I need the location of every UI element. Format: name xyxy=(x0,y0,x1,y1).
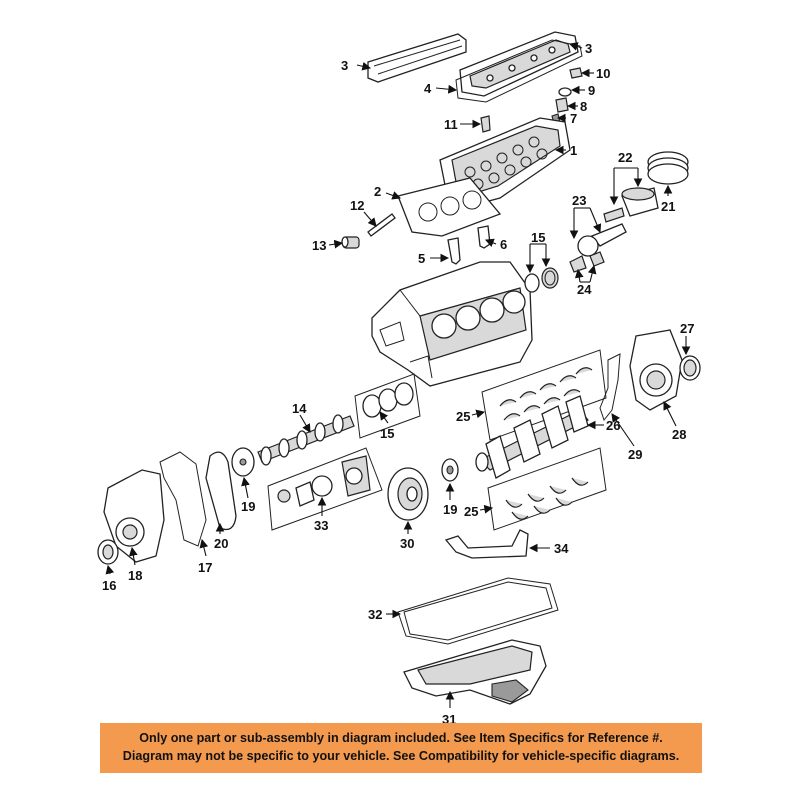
callout-3-right: 3 xyxy=(585,41,592,56)
callout-5: 5 xyxy=(418,251,425,266)
rear-gasket xyxy=(599,353,621,422)
harmonic-balancer xyxy=(387,467,429,521)
head-gasket xyxy=(397,177,502,237)
piston xyxy=(603,187,659,223)
callout-18: 18 xyxy=(128,568,142,583)
cam-bearings-box xyxy=(354,373,421,439)
callout-13: 13 xyxy=(312,238,326,253)
main-bearings-upper xyxy=(481,349,607,441)
disclaimer-banner: Only one part or sub-assembly in diagram… xyxy=(100,723,702,773)
callout-12: 12 xyxy=(350,198,364,213)
lifter xyxy=(341,236,360,249)
callout-26: 26 xyxy=(606,418,620,433)
callout-19-right: 19 xyxy=(443,502,457,517)
callout-25-lower: 25 xyxy=(464,504,478,519)
oil-pan-gasket-inner xyxy=(403,581,553,641)
leader-lines xyxy=(105,42,691,708)
callout-15-upper: 15 xyxy=(531,230,545,245)
callout-10: 10 xyxy=(596,66,610,81)
disclaimer-line-2: Diagram may not be specific to your vehi… xyxy=(122,749,680,763)
callout-11: 11 xyxy=(444,117,458,132)
front-seal xyxy=(97,539,119,565)
callout-32: 32 xyxy=(368,607,382,622)
callout-33: 33 xyxy=(314,518,328,533)
oil-pump-group xyxy=(267,447,383,531)
callout-1: 1 xyxy=(570,143,577,158)
engine-block xyxy=(371,261,533,387)
main-bearings-lower xyxy=(487,447,607,531)
callout-15-lower: 15 xyxy=(380,426,394,441)
camshaft xyxy=(257,414,355,466)
callout-22: 22 xyxy=(618,150,632,165)
oil-pan xyxy=(403,639,547,705)
valve-cover-right xyxy=(459,31,579,97)
piston-rings xyxy=(647,151,689,185)
callout-4: 4 xyxy=(424,81,432,96)
timing-cover-gasket xyxy=(159,451,207,547)
callout-20: 20 xyxy=(214,536,228,551)
valve-cover-gasket xyxy=(455,39,583,103)
valve-cover-left xyxy=(367,33,467,83)
callout-27: 27 xyxy=(680,321,694,336)
crank-sprocket xyxy=(441,458,459,482)
oil-pickup-tube xyxy=(444,529,529,559)
callout-17: 17 xyxy=(198,560,212,575)
crankshaft xyxy=(475,395,589,479)
callout-34: 34 xyxy=(554,541,569,556)
callout-24: 24 xyxy=(577,282,592,297)
callout-8: 8 xyxy=(580,99,587,114)
callout-labels: 3 3 4 10 9 8 7 11 1 2 12 13 5 6 15 22 21… xyxy=(102,41,694,727)
callout-19-left: 19 xyxy=(241,499,255,514)
callout-25-upper: 25 xyxy=(456,409,470,424)
callout-14: 14 xyxy=(292,401,307,416)
callout-16: 16 xyxy=(102,578,116,593)
callout-9: 9 xyxy=(588,83,595,98)
callout-30: 30 xyxy=(400,536,414,551)
callout-7: 7 xyxy=(570,111,577,126)
callout-29: 29 xyxy=(628,447,642,462)
rear-main-seal-housing xyxy=(629,329,683,411)
wrist-pin xyxy=(603,207,625,223)
callout-6: 6 xyxy=(500,237,507,252)
callout-3-left: 3 xyxy=(341,58,348,73)
connecting-rod xyxy=(569,223,627,273)
exhaust-valve xyxy=(477,225,491,249)
rear-main-seal xyxy=(679,355,701,381)
callout-2: 2 xyxy=(374,184,381,199)
pushrod xyxy=(367,213,396,237)
callout-28: 28 xyxy=(672,427,686,442)
callout-21: 21 xyxy=(661,199,675,214)
oil-pan-gasket xyxy=(397,577,559,645)
callout-23: 23 xyxy=(572,193,586,208)
timing-cover xyxy=(103,469,165,563)
cam-sprocket xyxy=(231,447,255,477)
cam-bearings-upper xyxy=(524,267,559,293)
disclaimer-line-1: Only one part or sub-assembly in diagram… xyxy=(139,731,663,745)
intake-valve xyxy=(447,237,461,265)
